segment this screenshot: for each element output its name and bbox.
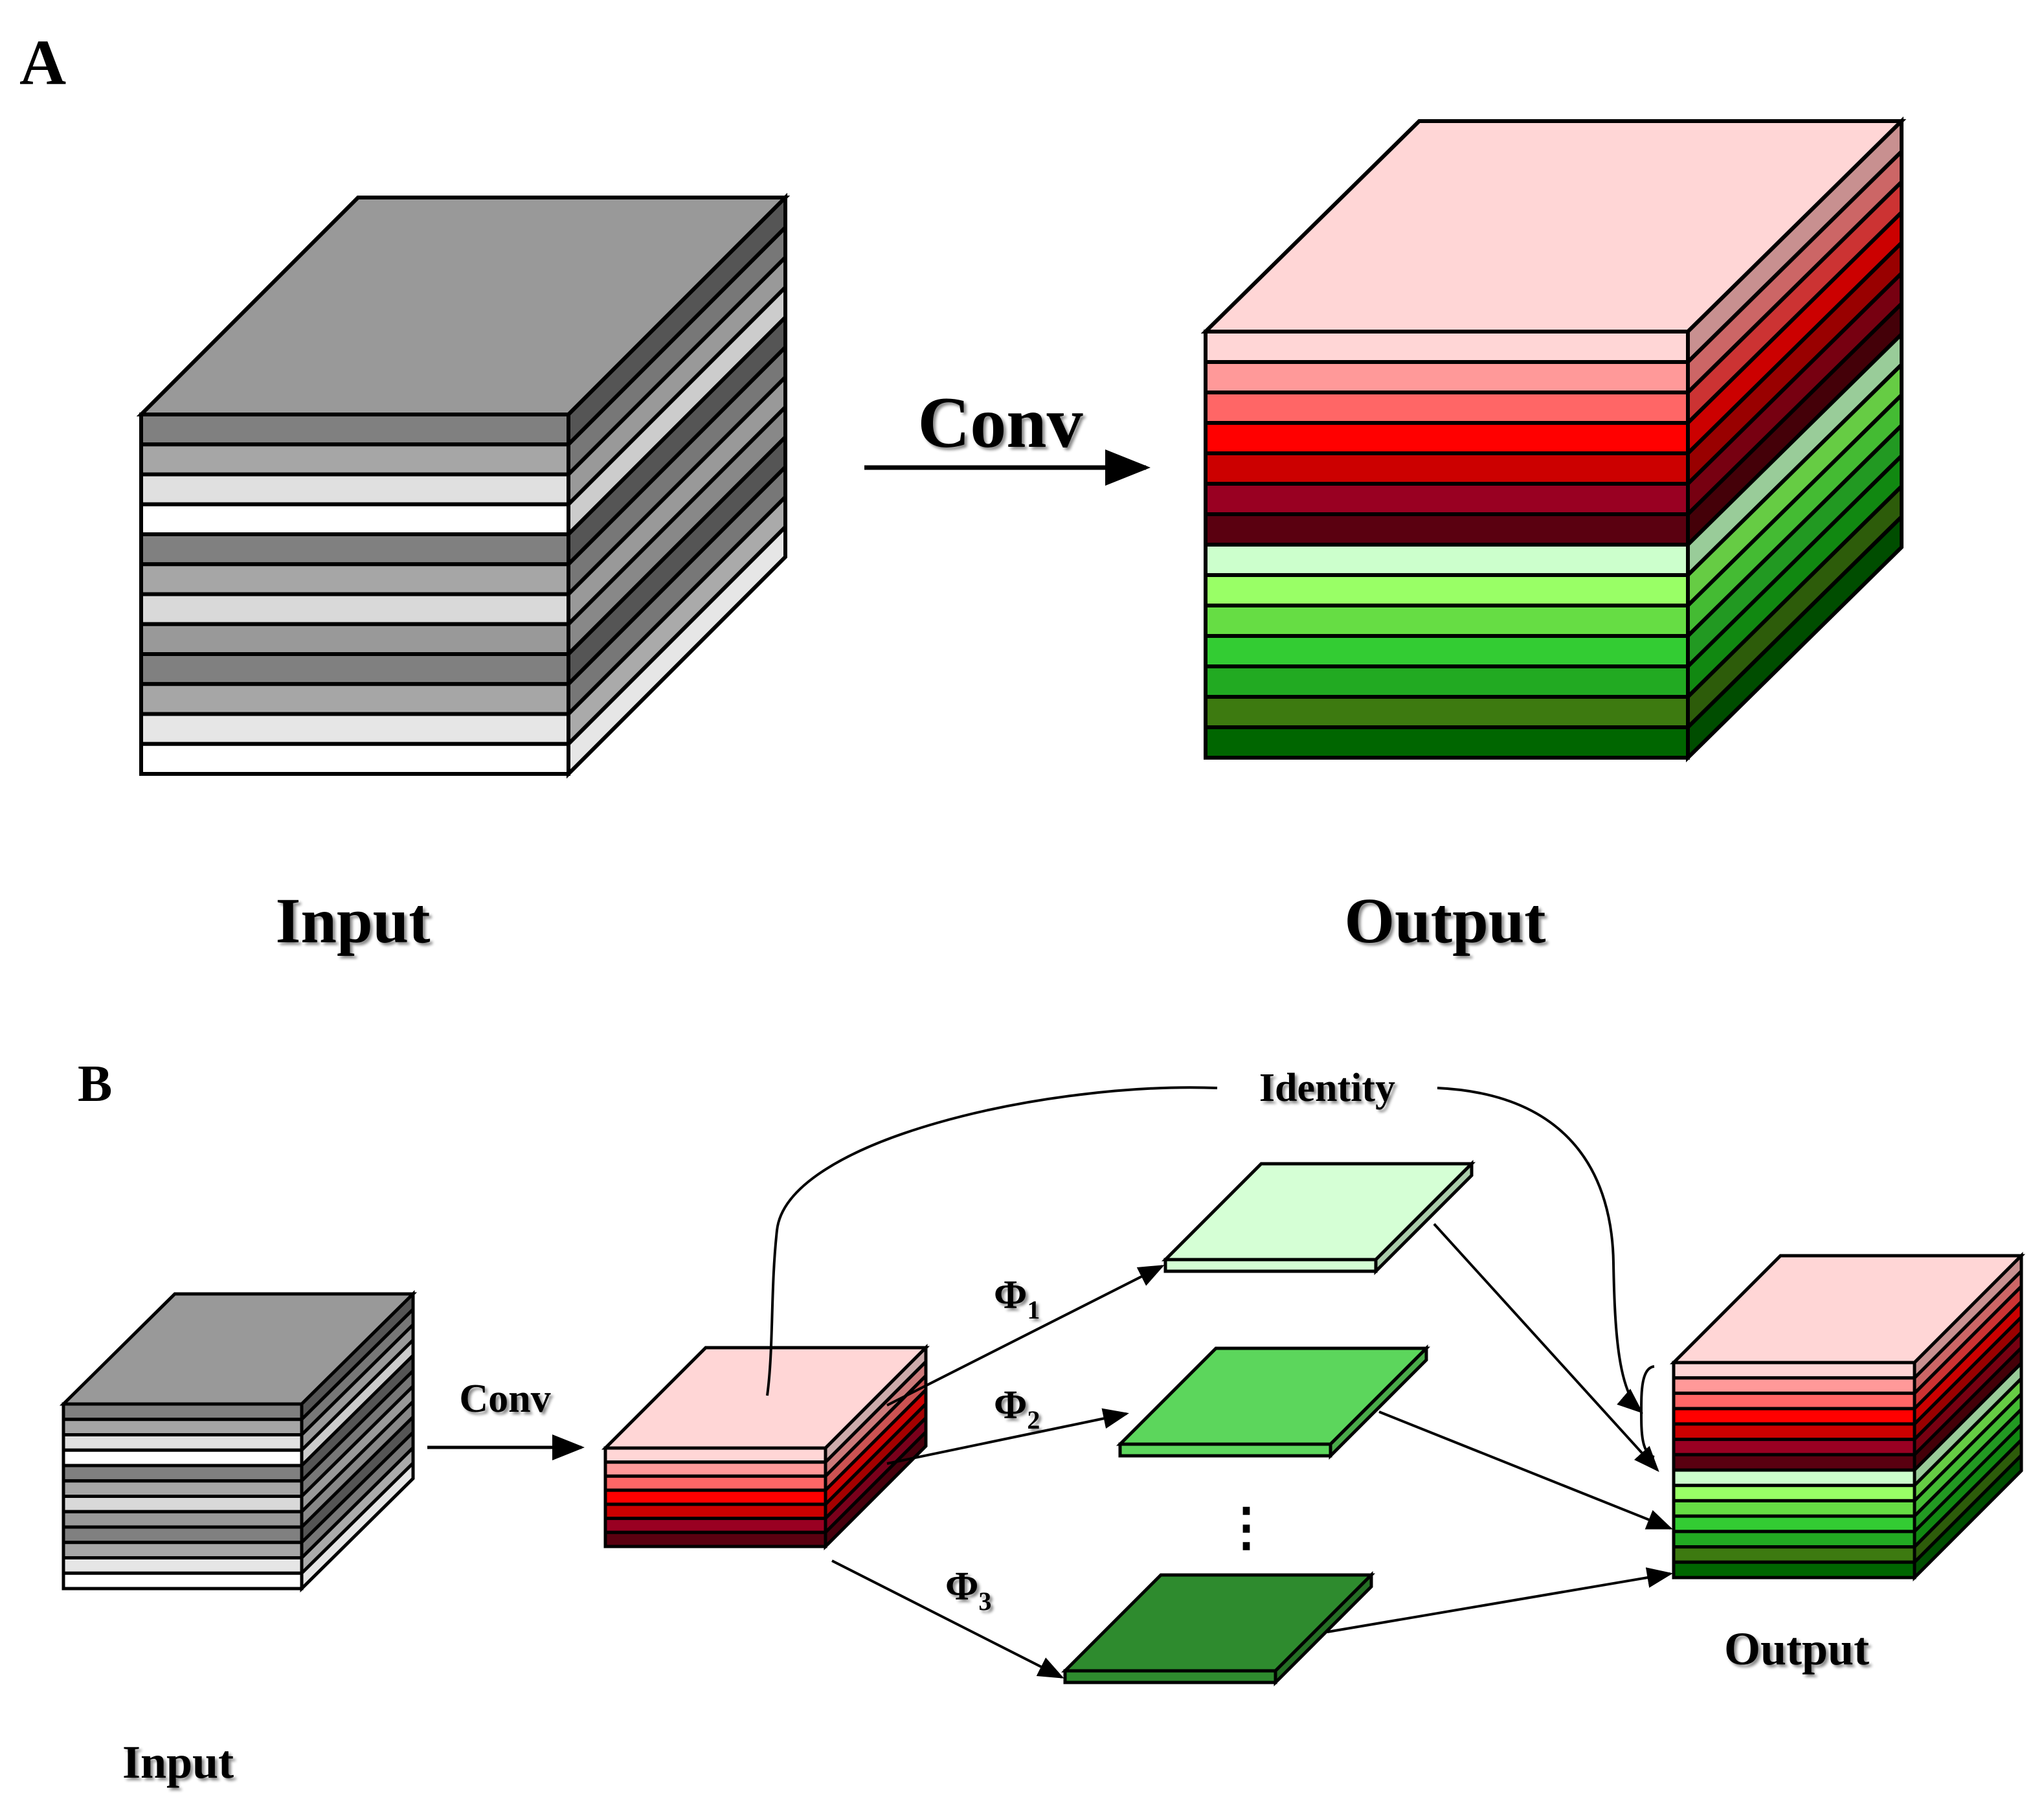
- b-output-front-layer: [1672, 1422, 1916, 1442]
- a-input-front-layer: [139, 682, 570, 716]
- b-input-front-layer: [62, 1448, 304, 1467]
- panel-b-input-label: Input: [122, 1736, 234, 1788]
- b-input-front-layer: [62, 1571, 304, 1591]
- panel-b-output-label: Output: [1724, 1623, 1869, 1675]
- phi1-label: Φ1: [994, 1273, 1040, 1324]
- a-input-front-layer: [139, 652, 570, 686]
- b-output-front-layer: [1672, 1514, 1916, 1534]
- panel-a-input-label: Input: [275, 885, 430, 957]
- a-output-front-layer: [1204, 421, 1690, 455]
- a-output-front-layer: [1204, 604, 1690, 638]
- ghost3-to-output-arrow: [1327, 1567, 1673, 1633]
- panel-a-conv-label: Conv: [917, 383, 1083, 463]
- b-output-front-layer: [1672, 1484, 1916, 1502]
- phi2-arrow: [886, 1408, 1129, 1465]
- panel-b-input-cube: [59, 1290, 418, 1592]
- ghost-plane-1-front: [1163, 1258, 1378, 1273]
- a-output-front-layer: [1204, 451, 1690, 486]
- b-input-front-layer: [62, 1495, 304, 1513]
- a-input-front-layer: [139, 592, 570, 626]
- b-feature-front-layer: [603, 1446, 827, 1464]
- identity-brace: [1640, 1365, 1655, 1458]
- b-feature-front-layer: [603, 1502, 827, 1521]
- a-output-front-layer: [1204, 725, 1690, 760]
- ghost2-to-output-arrow: [1378, 1410, 1673, 1530]
- panel-a-output-cube: [1200, 116, 1907, 763]
- b-output-front-layer: [1672, 1530, 1916, 1549]
- panel-b-conv-label: Conv: [459, 1377, 550, 1421]
- a-input-front-layer: [139, 472, 570, 506]
- ghost1-to-output-arrow: [1433, 1223, 1659, 1472]
- a-output-front-layer: [1204, 573, 1690, 607]
- identity-curve-left: [766, 1086, 1218, 1396]
- a-input-front-layer: [139, 712, 570, 746]
- a-output-front-layer: [1204, 391, 1690, 425]
- b-output-front-layer: [1672, 1560, 1916, 1580]
- b-output-front-layer: [1672, 1545, 1916, 1564]
- a-output-front-layer: [1204, 634, 1690, 668]
- b-output-front-layer: [1672, 1453, 1916, 1472]
- a-input-front-layer: [139, 502, 570, 536]
- b-input-front-layer: [62, 1433, 304, 1452]
- ellipsis: ⋮: [1220, 1499, 1272, 1556]
- b-input-front-layer: [62, 1402, 304, 1421]
- identity-curve-right: [1437, 1087, 1644, 1414]
- b-input-front-layer: [62, 1525, 304, 1545]
- b-input-front-layer: [62, 1510, 304, 1529]
- panel-b-output-cube: [1669, 1251, 2026, 1582]
- panel-a-input-cube: [136, 192, 791, 779]
- b-input-front-layer: [62, 1479, 304, 1498]
- b-input-front-layer: [62, 1464, 304, 1483]
- a-output-front-layer: [1204, 543, 1690, 577]
- panel-b-label: B: [78, 1056, 112, 1113]
- b-input-front-layer: [62, 1541, 304, 1559]
- phi1-arrow: [886, 1265, 1165, 1407]
- a-output-front-layer: [1204, 664, 1690, 699]
- a-input-front-layer: [139, 413, 570, 447]
- b-feature-front-layer: [603, 1460, 827, 1478]
- b-output-front-layer: [1672, 1499, 1916, 1518]
- a-input-front-layer: [139, 532, 570, 567]
- a-output-front-layer: [1204, 330, 1690, 364]
- a-input-front-layer: [139, 562, 570, 596]
- ghost-plane-3-front: [1063, 1669, 1277, 1684]
- b-feature-front-layer: [603, 1517, 827, 1534]
- b-feature-front-layer: [603, 1530, 827, 1548]
- identity-label: Identity: [1259, 1066, 1395, 1110]
- b-feature-front-layer: [603, 1474, 827, 1492]
- phi2-label: Φ2: [994, 1383, 1040, 1434]
- a-output-front-layer: [1204, 482, 1690, 516]
- b-output-front-layer: [1672, 1468, 1916, 1488]
- b-input-front-layer: [62, 1418, 304, 1436]
- b-output-front-layer: [1672, 1376, 1916, 1395]
- ghost-plane-2-front: [1118, 1442, 1332, 1458]
- panel-a-label: A: [19, 27, 66, 98]
- b-output-front-layer: [1672, 1407, 1916, 1426]
- b-output-front-layer: [1672, 1391, 1916, 1410]
- b-output-front-layer: [1672, 1361, 1916, 1380]
- b-input-front-layer: [62, 1556, 304, 1575]
- panel-a-output-label: Output: [1344, 885, 1545, 957]
- intrinsic-feature-maps: [601, 1343, 930, 1551]
- a-output-front-layer: [1204, 512, 1690, 547]
- a-output-front-layer: [1204, 360, 1690, 394]
- a-output-front-layer: [1204, 695, 1690, 729]
- a-input-front-layer: [139, 442, 570, 477]
- ghost-feature-planes: [1061, 1159, 1476, 1687]
- a-input-front-layer: [139, 622, 570, 656]
- phi3-arrow: [831, 1559, 1064, 1679]
- b-output-front-layer: [1672, 1438, 1916, 1456]
- a-input-front-layer: [139, 742, 570, 776]
- b-feature-front-layer: [603, 1488, 827, 1506]
- phi3-label: Φ3: [945, 1565, 991, 1616]
